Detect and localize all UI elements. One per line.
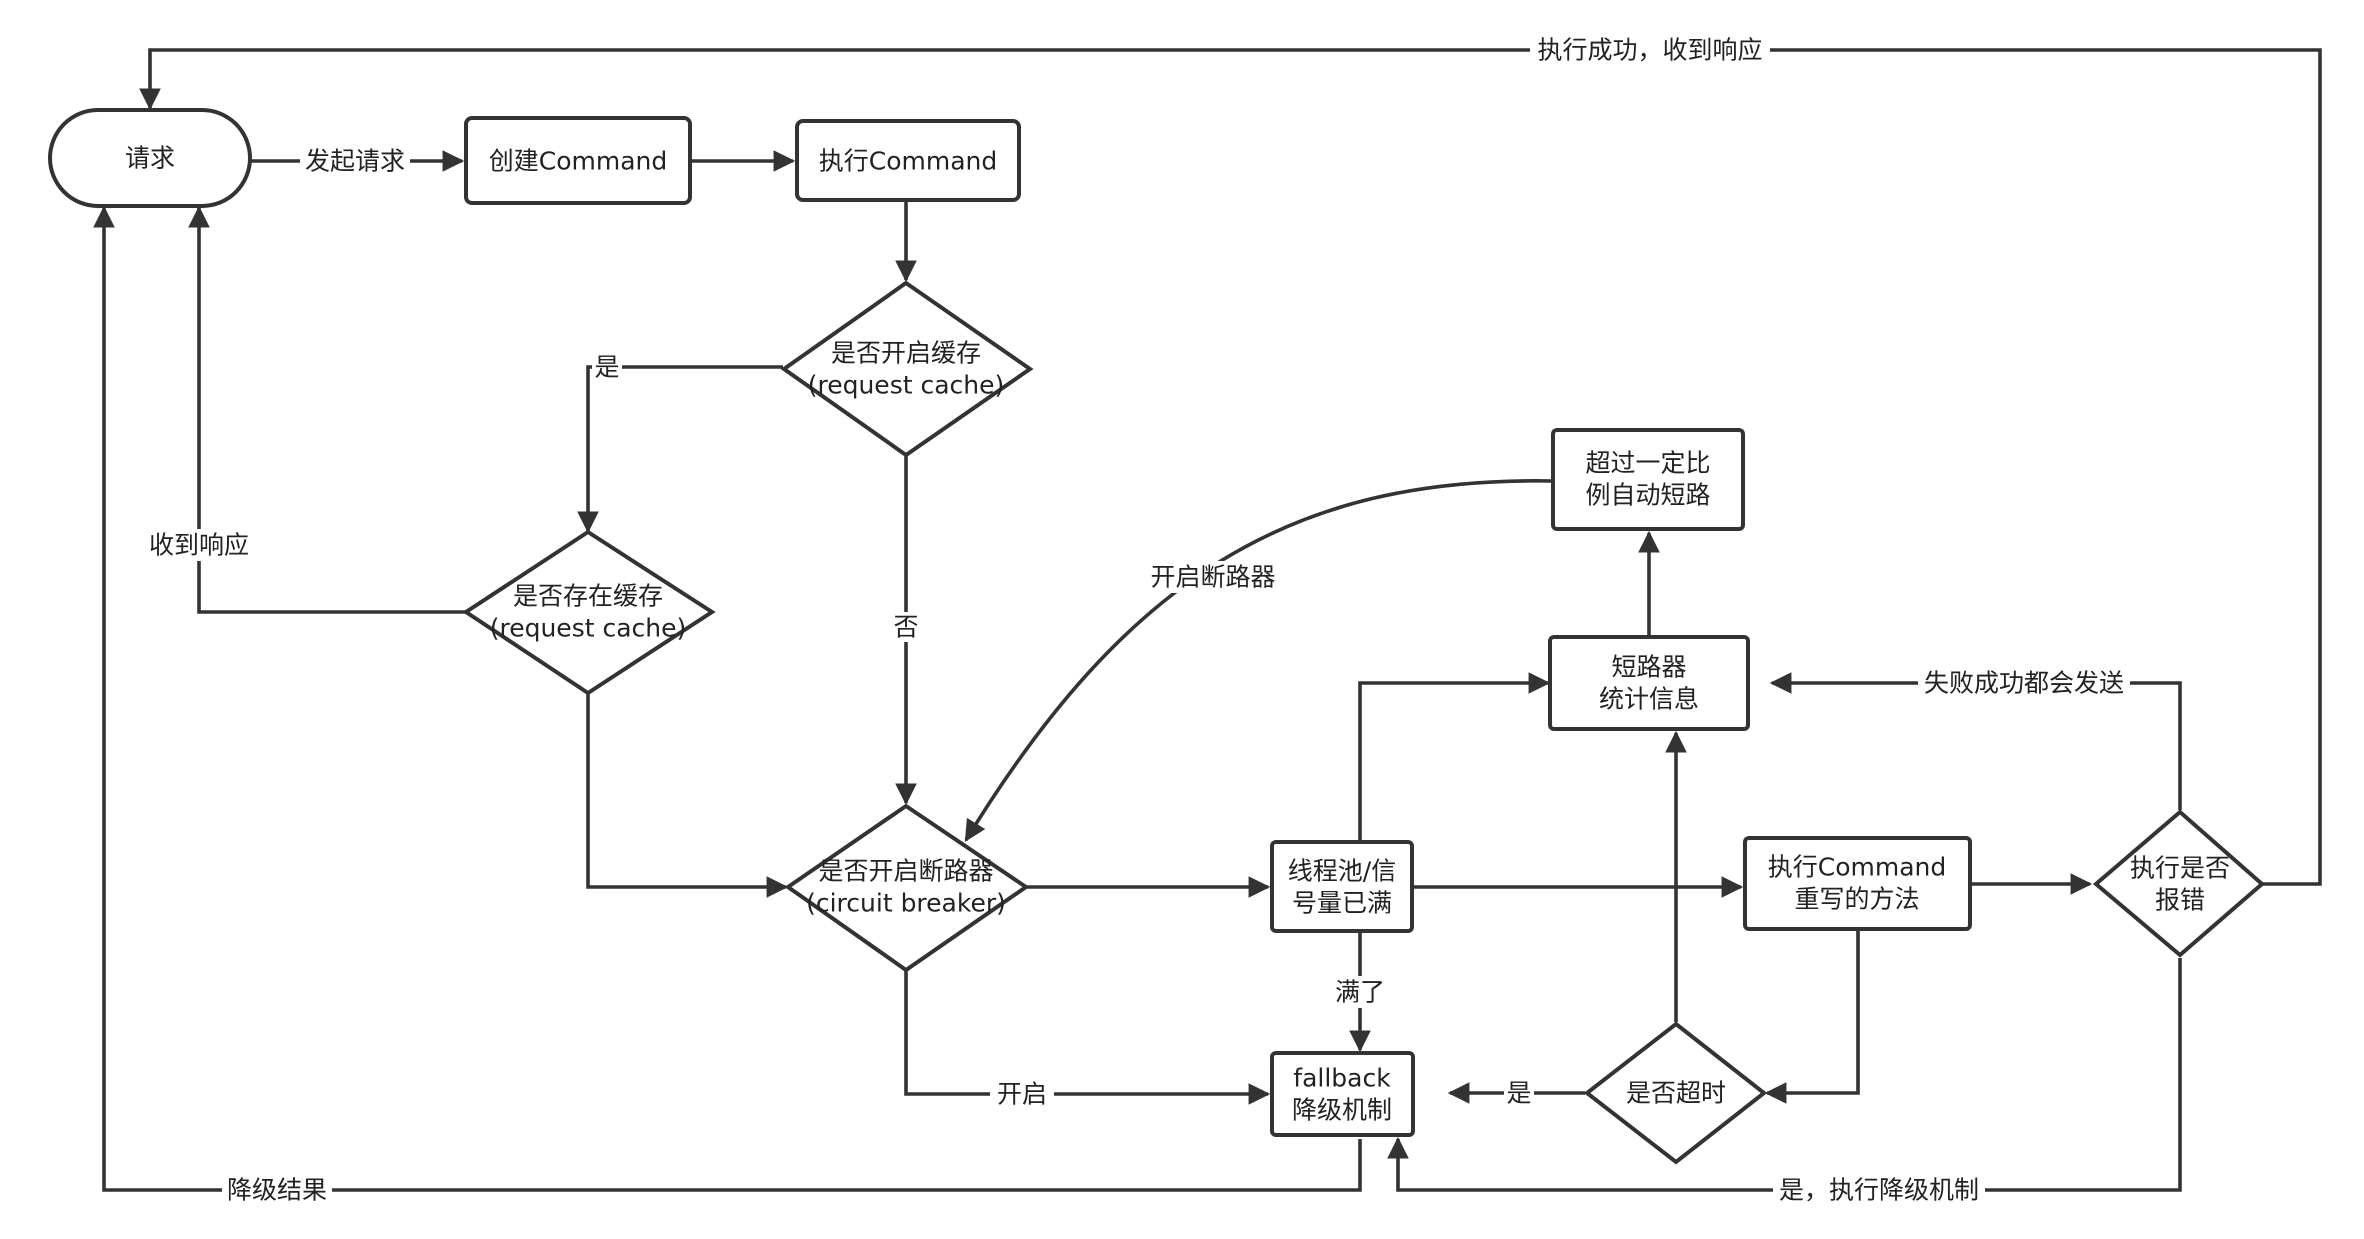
edge-error-yes-fallback	[1387, 958, 2182, 1192]
node-auto-short-line2: 例自动短路	[1585, 481, 1710, 510]
node-exec-error: 执行是否 报错	[2092, 809, 2266, 958]
edge-breaker-opened	[904, 970, 1271, 1105]
node-timeout: 是否超时	[1583, 1021, 1768, 1165]
label-opened-text: 开启	[997, 1080, 1047, 1109]
node-stats-line1: 短路器	[1611, 653, 1686, 682]
edge-error-to-stats	[1769, 672, 2182, 810]
edge-cache-yes	[577, 365, 783, 534]
node-auto-short-line1: 超过一定比	[1585, 449, 1710, 478]
node-pool-full-line2: 号量已满	[1292, 889, 1392, 918]
node-exec-error-line1: 执行是否	[2130, 854, 2230, 883]
node-create-command: 创建Command	[464, 116, 692, 205]
label-success-response: 执行成功，收到响应	[1530, 34, 1770, 66]
label-open-breaker-text: 开启断路器	[1150, 563, 1275, 592]
label-error-yes: 是，执行降级机制	[1773, 1174, 1985, 1206]
node-cache-exists-line1: 是否存在缓存	[513, 582, 663, 611]
node-cache-enabled-line2: (request cache)	[808, 371, 1005, 400]
node-fallback-line2: 降级机制	[1292, 1096, 1392, 1125]
edges	[93, 48, 2322, 1192]
edge-cache-exists-to-request	[188, 205, 466, 614]
node-breaker-open-line2: (circuit breaker)	[806, 889, 1006, 918]
edge-cache-miss-to-breaker	[586, 693, 789, 898]
label-opened: 开启	[990, 1078, 1054, 1110]
node-stats: 短路器 统计信息	[1548, 635, 1750, 731]
label-got-response: 收到响应	[144, 529, 254, 561]
edge-run-to-timeout	[1764, 929, 1860, 1104]
node-create-command-label: 创建Command	[489, 147, 668, 176]
nodes: 请求 创建Command 执行Command 是否开启缓存 (request c…	[48, 108, 2266, 1165]
label-got-response-text: 收到响应	[149, 531, 249, 560]
edge-pool-to-stats	[1358, 672, 1551, 842]
node-stats-line2: 统计信息	[1599, 685, 1699, 714]
label-cache-yes-text: 是	[594, 353, 619, 382]
node-pool-full-line1: 线程池/信	[1288, 857, 1396, 886]
node-cache-enabled-line1: 是否开启缓存	[831, 339, 981, 368]
label-cache-no: 否	[891, 612, 921, 642]
node-run-method-line1: 执行Command	[1768, 853, 1947, 882]
node-breaker-open-line1: 是否开启断路器	[818, 857, 993, 886]
node-exec-error-line2: 报错	[2155, 886, 2205, 915]
node-cache-enabled: 是否开启缓存 (request cache)	[780, 280, 1034, 458]
label-open-breaker: 开启断路器	[1145, 561, 1281, 593]
label-cache-yes: 是	[592, 352, 622, 382]
label-send-request-text: 发起请求	[305, 147, 405, 176]
edge-labels: 发起请求 执行成功，收到响应 是 否 收到响应 开启断路器 失败成功都会发送	[144, 34, 2130, 1206]
label-timeout-yes: 是	[1504, 1078, 1534, 1108]
label-fallback-result: 降级结果	[222, 1174, 332, 1206]
node-auto-short: 超过一定比 例自动短路	[1551, 428, 1745, 531]
node-request-label: 请求	[125, 144, 175, 173]
label-always-send-text: 失败成功都会发送	[1924, 669, 2124, 698]
node-pool-full: 线程池/信 号量已满	[1270, 840, 1414, 933]
label-full-text: 满了	[1335, 978, 1385, 1007]
node-fallback-line1: fallback	[1293, 1064, 1391, 1093]
label-full: 满了	[1328, 976, 1392, 1008]
edge-error-success	[139, 48, 2322, 886]
node-timeout-label: 是否超时	[1626, 1079, 1726, 1108]
node-cache-exists-line2: (request cache)	[490, 614, 687, 643]
node-execute-command-label: 执行Command	[819, 147, 998, 176]
edge-fallback-result	[93, 205, 1362, 1192]
edge-autoshort-open-breaker	[964, 479, 1554, 842]
node-request: 请求	[48, 108, 252, 208]
node-fallback: fallback 降级机制	[1270, 1051, 1415, 1137]
node-breaker-open: 是否开启断路器 (circuit breaker)	[784, 803, 1030, 973]
node-run-method-line2: 重写的方法	[1794, 885, 1919, 914]
label-fallback-result-text: 降级结果	[227, 1176, 327, 1205]
node-execute-command: 执行Command	[795, 119, 1021, 202]
label-send-request: 发起请求	[300, 145, 410, 177]
label-always-send: 失败成功都会发送	[1918, 667, 2130, 699]
label-success-response-text: 执行成功，收到响应	[1537, 36, 1762, 65]
label-error-yes-text: 是，执行降级机制	[1779, 1176, 1979, 1205]
node-run-method: 执行Command 重写的方法	[1743, 836, 1972, 931]
label-timeout-yes-text: 是	[1506, 1079, 1531, 1108]
node-cache-exists: 是否存在缓存 (request cache)	[462, 529, 716, 696]
label-cache-no-text: 否	[893, 613, 918, 642]
